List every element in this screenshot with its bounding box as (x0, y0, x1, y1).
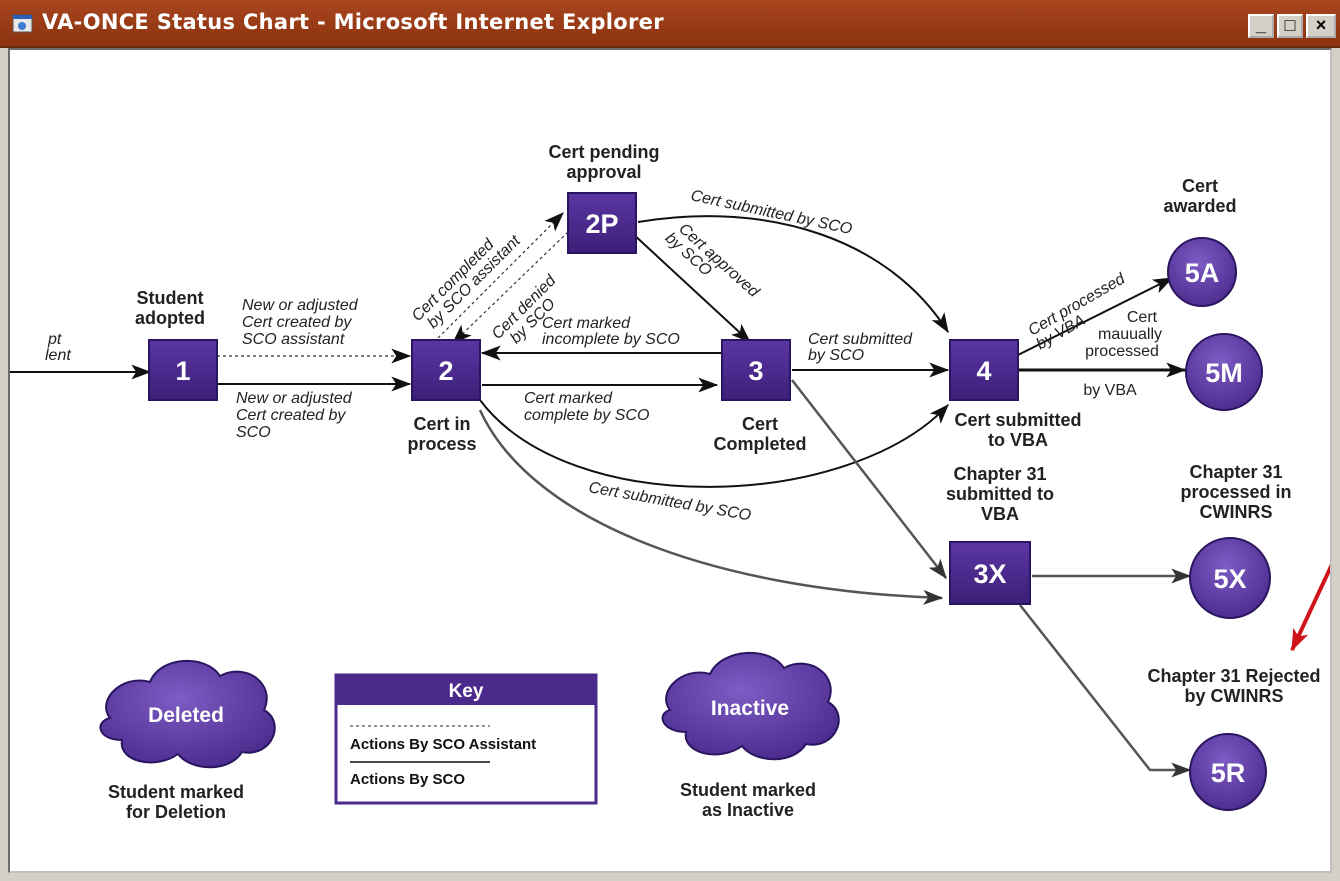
cert-submitted-vba-label-1: Cert submitted (954, 410, 1081, 430)
student-adopted-label-2: adopted (135, 308, 205, 328)
cert-awarded-label-2: awarded (1163, 196, 1236, 216)
maximize-button[interactable]: □ (1277, 14, 1303, 38)
edge-2p-3 (631, 232, 751, 343)
cert-completed-label-1: Cert (742, 414, 778, 434)
edge-3x-5r (1019, 604, 1192, 778)
close-button[interactable]: × (1306, 14, 1336, 38)
node-5a[interactable]: 5A (1167, 237, 1237, 307)
node-5x[interactable]: 5X (1189, 537, 1271, 619)
action-new-adj-sco-1: New or adjusted (236, 390, 353, 407)
node-1-label: 1 (175, 356, 190, 386)
close-icon: × (1315, 15, 1327, 35)
deleted-desc-1: Student marked (108, 782, 244, 802)
deleted-cloud-label: Deleted (148, 704, 224, 727)
action-submitted-34-2: by SCO (808, 347, 864, 364)
node-5m[interactable]: 5M (1185, 333, 1263, 411)
student-adopted-label-1: Student (137, 288, 204, 308)
node-5x-label: 5X (1213, 564, 1246, 594)
cert-in-process-label-2: process (407, 434, 476, 454)
deleted-cloud[interactable]: Deleted (99, 660, 276, 769)
action-incomplete-2: incomplete by SCO (542, 331, 680, 348)
partial-label-1: pt (47, 331, 62, 348)
cert-submitted-vba-label-2: to VBA (988, 430, 1048, 450)
inactive-desc-2: as Inactive (702, 800, 794, 820)
node-2-label: 2 (438, 356, 453, 386)
action-submitted-top: Cert submitted by SCO (689, 187, 853, 238)
minimize-icon: _ (1255, 15, 1266, 35)
inactive-cloud[interactable]: Inactive (661, 651, 840, 761)
node-5r[interactable]: 5R (1189, 733, 1267, 811)
state-labels: pt lent Student adopted Cert in process … (45, 142, 1321, 706)
cert-completed-label-2: Completed (713, 434, 806, 454)
edge-2-3x (478, 409, 944, 605)
node-2[interactable]: 2 (411, 339, 481, 401)
key-title: Key (449, 681, 484, 702)
action-manually-4: by VBA (1083, 382, 1137, 399)
maximize-icon: □ (1284, 15, 1296, 35)
cert-pending-label-2: approval (566, 162, 641, 182)
node-3x[interactable]: 3X (949, 541, 1031, 605)
key-assistant-label: Actions By SCO Assistant (350, 736, 536, 753)
ch31-rejected-label-2: by CWINRS (1185, 686, 1284, 706)
node-5r-label: 5R (1211, 758, 1246, 788)
ch31-rejected-label-1: Chapter 31 Rejected (1147, 666, 1320, 686)
action-manually-3: processed (1085, 343, 1159, 360)
action-new-adj-assistant-1: New or adjusted (242, 297, 359, 314)
cert-in-process-label-1: Cert in (413, 414, 470, 434)
annotation-arrow (1290, 563, 1330, 652)
node-2p[interactable]: 2P (567, 192, 637, 254)
node-1[interactable]: 1 (148, 339, 218, 401)
edge-4-5a (1017, 277, 1174, 356)
node-3-label: 3 (748, 356, 763, 386)
edges (10, 212, 1330, 778)
node-4[interactable]: 4 (949, 339, 1019, 401)
action-complete-1: Cert marked (524, 390, 613, 407)
edge-2p-2 (452, 231, 569, 344)
key-legend: Key Actions By SCO Assistant Actions By … (334, 673, 598, 805)
inactive-desc-1: Student marked (680, 780, 816, 800)
action-incomplete-1: Cert marked (542, 315, 631, 332)
action-new-adj-sco-2: Cert created by (236, 407, 346, 424)
action-new-adj-sco-3: SCO (236, 424, 271, 441)
window-title: VA-ONCE Status Chart - Microsoft Interne… (42, 10, 664, 34)
action-new-adj-assistant-3: SCO assistant (242, 331, 345, 348)
deleted-desc-2: for Deletion (126, 802, 226, 822)
cert-pending-label-1: Cert pending (549, 142, 660, 162)
node-5m-label: 5M (1205, 358, 1243, 388)
edge-2-4 (479, 399, 949, 488)
node-2p-label: 2P (585, 209, 618, 239)
ch31-processed-label-2: processed in (1180, 482, 1291, 502)
inactive-cloud-label: Inactive (711, 697, 789, 720)
node-3[interactable]: 3 (721, 339, 791, 401)
ch31-submitted-label-2: submitted to (946, 484, 1054, 504)
ie-icon (12, 14, 33, 33)
ch31-submitted-label-3: VBA (981, 504, 1019, 524)
node-5a-label: 5A (1185, 258, 1220, 288)
action-manually-1: Cert (1127, 309, 1158, 326)
node-4-label: 4 (976, 356, 991, 386)
partial-label-2: lent (45, 347, 71, 364)
ch31-submitted-label-1: Chapter 31 (953, 464, 1046, 484)
action-submitted-34-1: Cert submitted (808, 331, 913, 348)
ch31-processed-label-3: CWINRS (1200, 502, 1273, 522)
key-sco-label: Actions By SCO (350, 771, 465, 788)
status-chart-diagram: 1 2 2P 3 4 3X (10, 142, 1330, 822)
node-3x-label: 3X (973, 559, 1006, 589)
minimize-button[interactable]: _ (1248, 14, 1274, 38)
edge-2p-4 (637, 215, 949, 334)
action-new-adj-assistant-2: Cert created by (242, 314, 352, 331)
action-manually-2: mauually (1098, 326, 1162, 343)
title-bar[interactable]: VA-ONCE Status Chart - Microsoft Interne… (0, 0, 1340, 48)
ch31-processed-label-1: Chapter 31 (1189, 462, 1282, 482)
edge-3-3x (791, 379, 947, 579)
page-content: 1 2 2P 3 4 3X (8, 48, 1332, 873)
action-complete-2: complete by SCO (524, 407, 649, 424)
cert-awarded-label-1: Cert (1182, 176, 1218, 196)
